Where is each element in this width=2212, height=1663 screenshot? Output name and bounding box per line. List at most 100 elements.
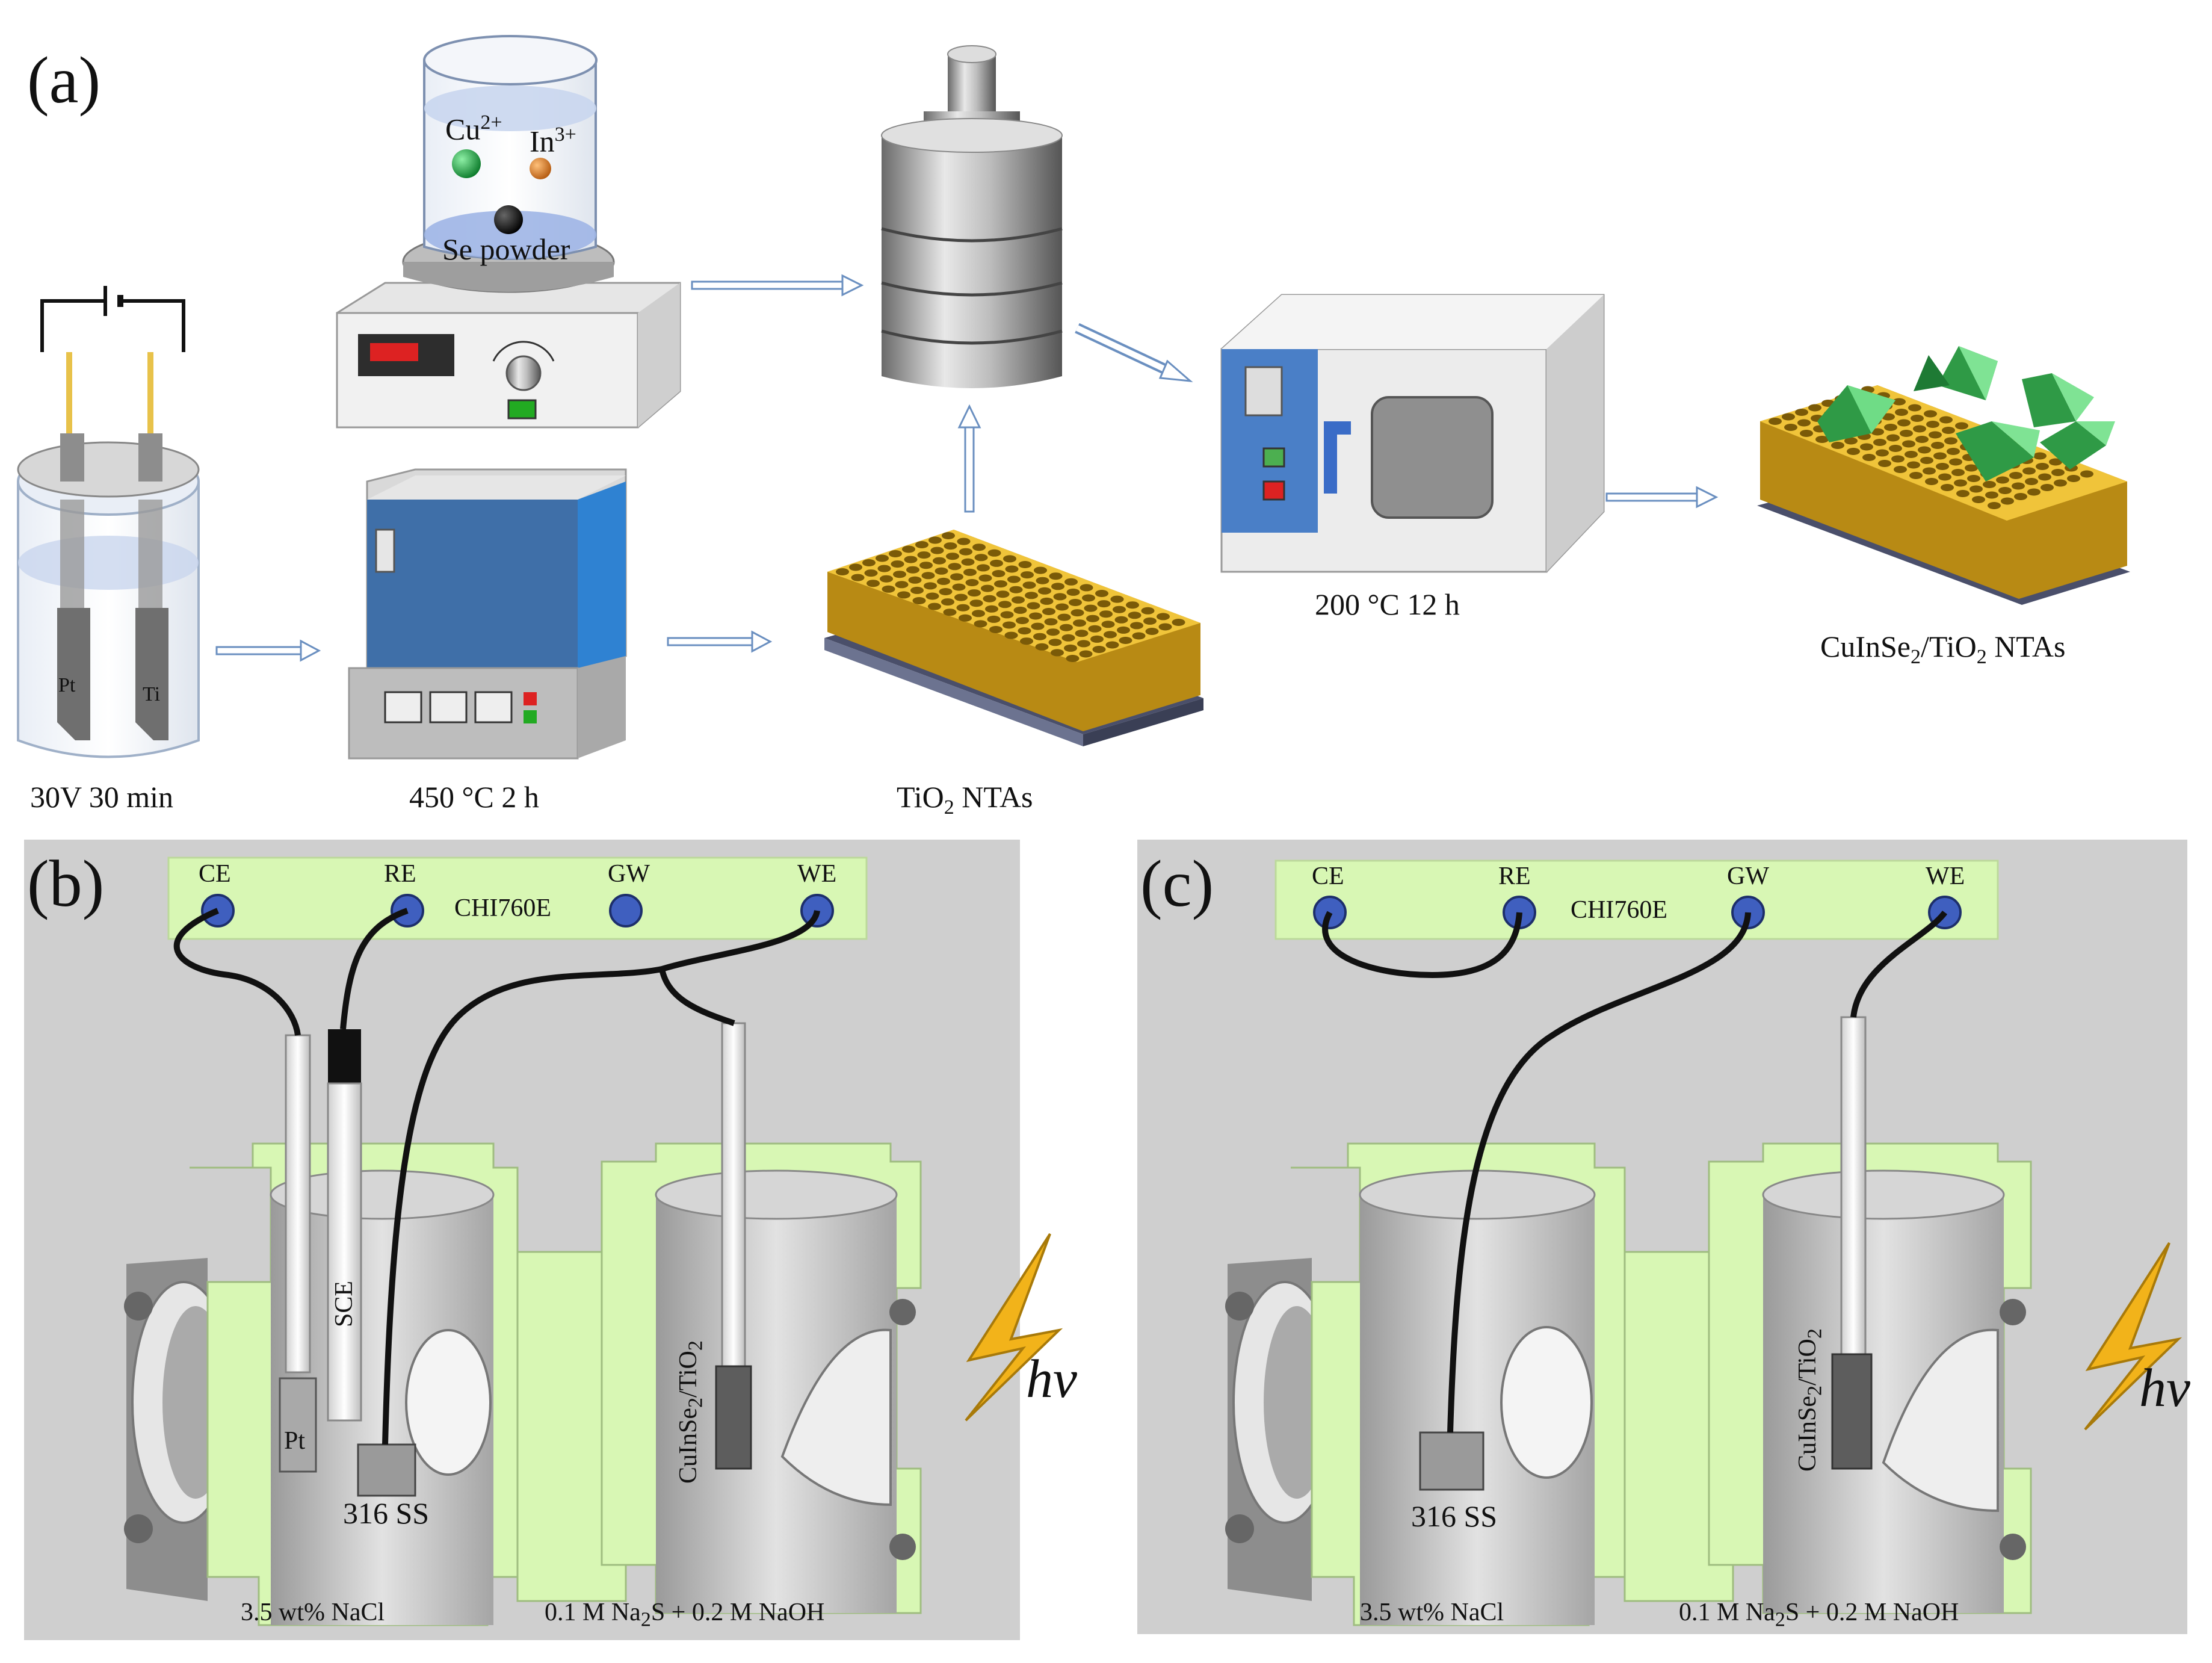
nanotube-opening (1110, 595, 1124, 603)
light-bolt-icon (2084, 1242, 2183, 1431)
nanotube-opening (948, 563, 962, 571)
nanotube-opening (946, 553, 959, 560)
nanotube-opening (985, 605, 998, 613)
nanotube-opening (1079, 650, 1093, 658)
nanotube-opening (994, 580, 1007, 588)
in-ion-label: In3+ (530, 123, 576, 158)
nanotube-opening (1884, 424, 1897, 431)
nanotube-opening (1911, 415, 1924, 422)
nanotube-opening (1900, 430, 1913, 437)
nanotube-opening (2027, 488, 2041, 496)
photoelectrode-label: CuInSe2/TiO2 (1794, 1328, 1826, 1472)
nanotube-opening (933, 557, 946, 565)
nanotube-opening (889, 550, 902, 557)
nanotube-opening (954, 593, 968, 601)
nanotube-opening (2051, 469, 2065, 476)
nanotube-opening (1892, 398, 1906, 406)
nanotube-opening (1021, 571, 1034, 579)
nanotube-opening (943, 609, 957, 616)
nanotube-opening (2038, 473, 2051, 481)
nanotube-opening (1025, 592, 1038, 599)
nanotube-opening (1929, 431, 1942, 439)
nanotube-opening (1886, 434, 1900, 442)
nanotube-opening (924, 582, 937, 590)
nanotube-opening (1034, 566, 1047, 574)
nanotube-opening (867, 580, 880, 587)
nanotube-opening (1119, 637, 1132, 644)
nanotube-opening (937, 577, 950, 585)
nanotube-opening (1924, 410, 1937, 418)
nanotube-opening (972, 610, 985, 618)
nanotube-opening (1947, 448, 1960, 455)
nanotube-opening (1891, 455, 1905, 463)
nanotube-opening (2025, 478, 2038, 485)
nanotube-opening (1132, 632, 1146, 640)
nanotube-opening (1844, 437, 1858, 445)
nanotube-opening (1053, 593, 1067, 601)
nanotube-opening (1038, 587, 1051, 595)
nanotube-opening (1086, 615, 1099, 622)
nanotube-opening (906, 566, 919, 574)
autoclave (881, 45, 1063, 388)
nanotube-opening (1944, 437, 1957, 445)
nanotube-opening (1860, 443, 1873, 451)
nanotube-opening (1894, 466, 1907, 473)
nanotube-opening (1051, 583, 1064, 590)
nanotube-opening (1005, 565, 1019, 573)
nanotube-opening (895, 581, 909, 589)
nanotube-opening (1051, 649, 1064, 657)
anodization-cell (17, 286, 200, 758)
nanotube-opening (910, 586, 924, 594)
nanotube-opening (944, 542, 957, 550)
nanotube-opening (1949, 458, 1962, 466)
crystal-clusters (1817, 346, 2115, 482)
nanotube-opening (969, 599, 983, 607)
nanotube-opening (1923, 467, 1936, 475)
nanotube-opening (1895, 409, 1908, 416)
arrow-stirrer-to-autoclave (691, 274, 864, 297)
nanotube-opening (930, 547, 944, 554)
anodize-condition: 30V 30 min (30, 780, 173, 814)
nanotube-opening (1029, 612, 1042, 620)
nanotube-opening (939, 588, 953, 595)
nanotube-opening (941, 598, 954, 606)
terminal-label-re: RE (1498, 862, 1531, 890)
nanotube-opening (1831, 442, 1844, 449)
nanotube-opening (928, 602, 941, 610)
nanotube-opening (1003, 555, 1016, 563)
nanotube-opening (1004, 631, 1018, 639)
nanotube-opening (1126, 601, 1139, 609)
nanotube-opening (2014, 493, 2027, 500)
magnetic-stirrer (336, 35, 681, 429)
nanotube-opening (1972, 496, 1985, 503)
arrow-oven-to-product (1605, 486, 1719, 509)
nanotube-opening (877, 565, 891, 572)
nanotube-opening (2041, 484, 2054, 491)
nanotube-opening (952, 583, 966, 591)
nanotube-opening (1044, 618, 1058, 626)
nanotube-opening (990, 559, 1003, 567)
drying-oven (1220, 294, 1605, 573)
nanotube-opening (1055, 603, 1069, 611)
nanotube-opening (1016, 617, 1029, 624)
nanotube-opening (1036, 577, 1049, 584)
nanotube-opening (928, 536, 942, 544)
nanotube-opening (1009, 586, 1023, 593)
nanotube-opening (2036, 463, 2049, 470)
nanotube-opening (1908, 404, 1921, 412)
nanotube-opening (1033, 633, 1046, 640)
nanotube-opening (1022, 581, 1036, 589)
nanotube-opening (1983, 481, 1996, 488)
nanotube-opening (2012, 482, 2025, 490)
nanotube-opening (1012, 596, 1025, 604)
nanotube-opening (880, 575, 893, 583)
nanotube-opening (1130, 622, 1143, 630)
nanotube-opening (1082, 594, 1095, 602)
panel-b-letter: (b) (27, 847, 105, 920)
station-label: CHI760E (454, 894, 551, 922)
station-label: CHI760E (1571, 896, 1667, 924)
nanotube-opening (1871, 428, 1884, 436)
left-electrolyte-label: 3.5 wt% NaCl (241, 1599, 385, 1626)
nanotube-opening (1070, 609, 1084, 617)
nanotube-opening (908, 576, 922, 584)
